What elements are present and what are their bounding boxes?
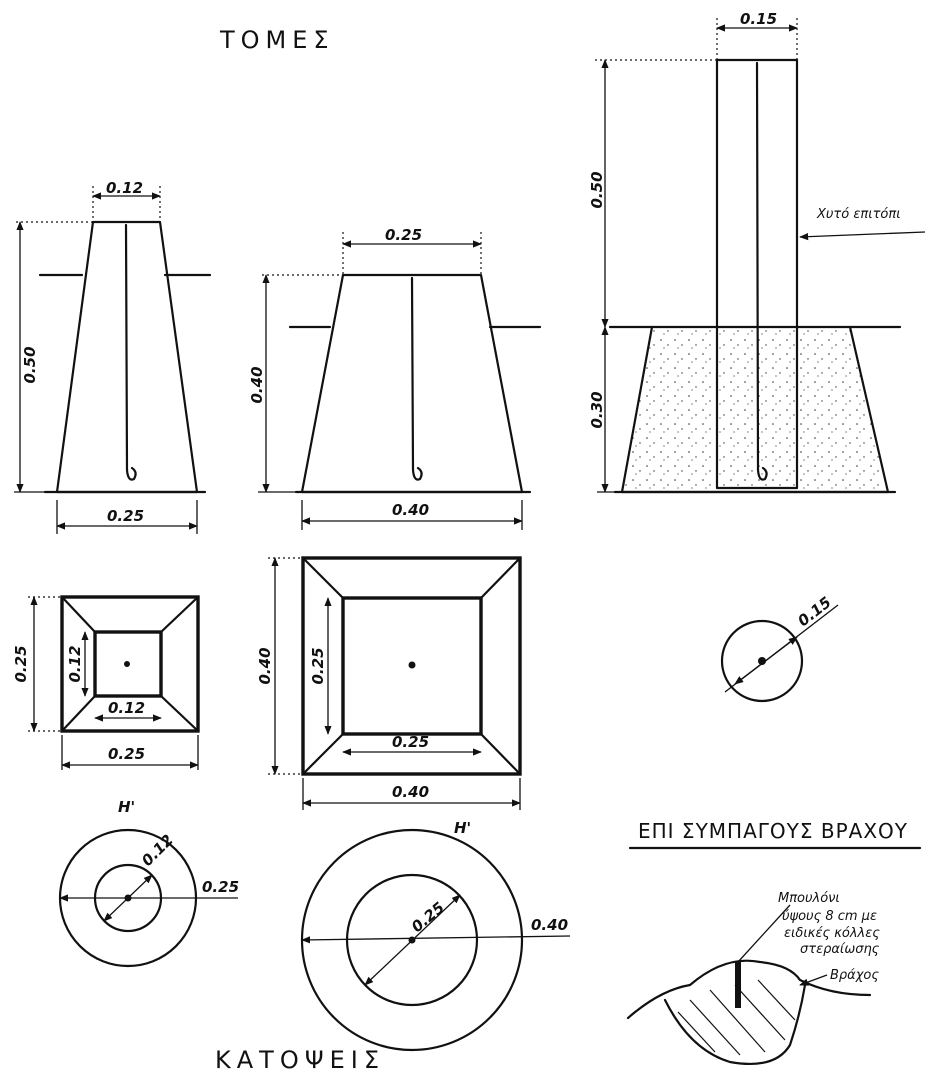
dim-bottom: 0.40 (392, 501, 429, 519)
post-plan-circle (720, 619, 804, 703)
alt-inner-circle (345, 873, 479, 1007)
dim-outer: 0.25 (202, 878, 239, 896)
post-plan: 0.15 (720, 593, 839, 703)
plan-1-inner (93, 630, 163, 698)
note-line2: ύψους 8 cm με (782, 909, 877, 924)
dim-bottom: 0.25 (107, 507, 144, 525)
dim-inner-bottom: 0.25 (392, 733, 429, 751)
dim-height-lower: 0.30 (588, 391, 606, 428)
title-rock: ΕΠΙ ΣΥΜΠΑΓΟΥΣ ΒΡΑΧΟΥ (638, 819, 908, 843)
section-3-concrete (622, 327, 888, 492)
section-3-post (715, 58, 799, 490)
dim-top: 0.25 (385, 226, 422, 244)
dim-outer: 0.40 (531, 916, 568, 934)
plan-1-outer (60, 595, 200, 733)
dim-top: 0.12 (106, 179, 143, 197)
note-line3: ειδικές κόλλες (784, 926, 880, 941)
dim-top: 0.15 (740, 10, 777, 28)
section-2: 0.40 0.25 0.40 (248, 226, 542, 530)
plan-2-inner (341, 596, 483, 736)
note-bolt: Μπουλόνι (778, 891, 840, 906)
dim-inner-side: 0.25 (309, 647, 327, 684)
alt-circle-1: Η' 0.12 0.25 (58, 798, 239, 968)
dim-height-upper: 0.50 (588, 171, 606, 208)
plan-2-outer (301, 556, 522, 776)
title-plans: ΚΑΤΟΨΕΙΣ (215, 1046, 385, 1074)
dim-outer-bottom: 0.40 (392, 783, 429, 801)
alt-circle-2: Η' 0.25 0.40 (300, 819, 571, 1052)
dim-outer-side: 0.40 (256, 647, 274, 684)
dim-height: 0.40 (248, 366, 266, 403)
rock-detail: Μπουλόνι ύψους 8 cm με ειδικές κόλλες στ… (626, 891, 880, 1066)
title-sections: ΤΟΜΕΣ (219, 26, 335, 54)
dim-height: 0.50 (21, 346, 39, 383)
section-3: 0.50 0.30 0.15 Χυτό επιτόπι (588, 10, 926, 494)
dim-inner: 0.12 (138, 831, 177, 870)
alt-label: Η' (118, 798, 135, 816)
plan-2: 0.40 0.25 0.25 0.40 (256, 556, 522, 810)
section-1-rebar (124, 223, 137, 481)
dim-diameter: 0.15 (794, 593, 834, 630)
dim-inner-side: 0.12 (66, 645, 84, 682)
bolt (735, 962, 741, 1008)
rock-surface (626, 959, 872, 1020)
dim-outer-bottom: 0.25 (108, 745, 145, 763)
note-rock: Βράχος (830, 968, 879, 983)
note-arrow (799, 231, 926, 241)
note-line4: στεραίωσης (800, 942, 880, 957)
plan-1: 0.25 0.12 0.12 0.25 (12, 595, 200, 770)
dim-outer-side: 0.25 (12, 645, 30, 682)
note-cast-in-place: Χυτό επιτόπι (816, 207, 901, 222)
dim-inner-bottom: 0.12 (108, 699, 145, 717)
section-1: 0.50 0.12 0.25 (14, 179, 212, 534)
alt-label: Η' (454, 819, 471, 837)
dim-inner: 0.25 (408, 898, 448, 936)
